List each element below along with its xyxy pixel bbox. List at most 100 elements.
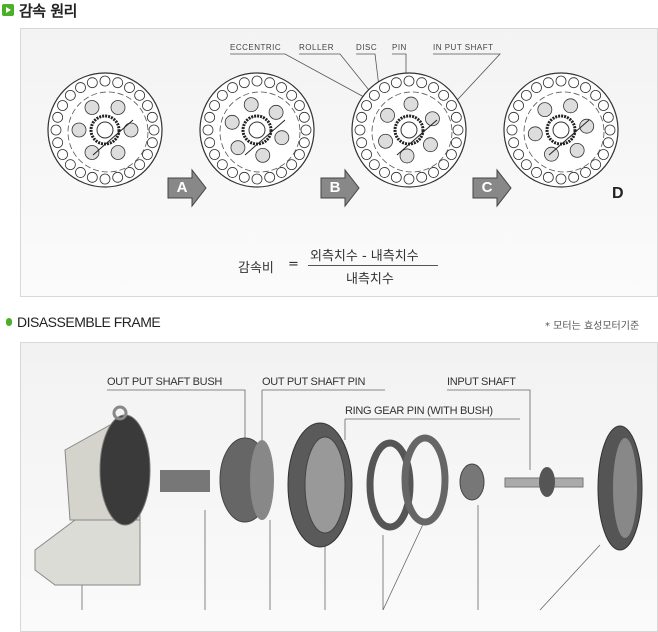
disc-outline xyxy=(67,91,149,173)
pin-hole xyxy=(380,107,395,123)
roller xyxy=(508,111,520,123)
roller xyxy=(590,159,602,171)
roller xyxy=(602,137,614,149)
pin-hole xyxy=(71,122,87,138)
roller xyxy=(428,167,439,178)
roller xyxy=(531,82,542,93)
roller xyxy=(379,167,390,178)
pin-hole xyxy=(403,96,419,112)
formula-denominator: 내측치수 xyxy=(346,272,394,287)
roller xyxy=(416,171,428,183)
pin-hole xyxy=(230,140,246,156)
green-play-square-icon xyxy=(2,4,14,16)
roller xyxy=(356,111,368,123)
roller xyxy=(264,77,276,89)
rotation-arrow xyxy=(92,119,134,156)
roller xyxy=(142,100,153,111)
roller xyxy=(75,167,86,178)
roller xyxy=(568,77,580,89)
roller xyxy=(86,77,98,89)
ring-gear-part xyxy=(287,422,353,548)
roller xyxy=(146,111,158,123)
roller xyxy=(438,159,450,171)
input-shaft-hub xyxy=(248,121,266,139)
cycloid-discs-part xyxy=(366,434,449,531)
roller xyxy=(294,100,305,111)
roller xyxy=(390,171,402,183)
roller xyxy=(602,111,614,123)
roller xyxy=(52,111,64,123)
reduction-discs-diagram xyxy=(47,53,619,208)
roller xyxy=(520,159,532,171)
roller xyxy=(438,89,450,101)
roller xyxy=(368,159,380,171)
rotation-arrow xyxy=(396,119,438,156)
input-shaft-part xyxy=(504,467,584,497)
roller xyxy=(124,82,135,93)
label-output-shaft-bush: OUT PUT SHAFT BUSH xyxy=(107,376,223,388)
label-pin: PIN xyxy=(392,43,407,52)
cover-part xyxy=(597,425,643,551)
roller xyxy=(300,124,312,136)
roller xyxy=(99,75,111,87)
step-arrow-icon xyxy=(167,168,207,208)
roller xyxy=(134,89,146,101)
roller xyxy=(64,159,76,171)
roller xyxy=(416,77,428,89)
roller xyxy=(598,149,609,160)
roller xyxy=(204,137,216,149)
step-b-label: B xyxy=(329,179,341,196)
roller xyxy=(604,124,616,136)
roller xyxy=(428,82,439,93)
rotation-arrow xyxy=(244,119,286,156)
disc-outline xyxy=(523,91,605,173)
roller xyxy=(354,124,366,136)
roller xyxy=(216,89,228,101)
roller xyxy=(202,124,214,136)
roller xyxy=(356,137,368,149)
roller xyxy=(446,149,457,160)
roller xyxy=(542,77,554,89)
roller xyxy=(264,171,276,183)
roller xyxy=(452,124,464,136)
roller xyxy=(580,167,591,178)
pin-hole xyxy=(537,102,553,118)
roller xyxy=(390,77,402,89)
formula-lhs: 감속비 xyxy=(238,261,274,276)
roller xyxy=(580,82,591,93)
roller xyxy=(86,171,98,183)
roller xyxy=(450,111,462,123)
step-arrow-icon xyxy=(472,168,512,208)
pin-hole xyxy=(527,126,543,142)
pin-hole xyxy=(274,130,290,146)
pin-hole xyxy=(579,118,595,134)
roller xyxy=(209,100,220,111)
roller xyxy=(450,137,462,149)
label-eccentric: ECCENTRIC xyxy=(230,43,282,52)
roller xyxy=(361,100,372,111)
roller xyxy=(204,111,216,123)
roller xyxy=(57,149,68,160)
roller xyxy=(134,159,146,171)
roller xyxy=(555,75,567,87)
roller xyxy=(513,149,524,160)
pin-hole xyxy=(378,133,393,149)
roller xyxy=(112,171,124,183)
pin-hole xyxy=(255,147,271,163)
input-shaft-hub xyxy=(552,121,570,139)
pin-hole xyxy=(110,100,126,115)
pin-hole xyxy=(110,145,126,160)
roller xyxy=(555,173,567,185)
roller xyxy=(52,137,64,149)
roller xyxy=(513,100,524,111)
pin-hole xyxy=(423,137,438,153)
roller xyxy=(598,100,609,111)
roller xyxy=(238,77,250,89)
disc-outline xyxy=(371,91,453,173)
eccentric-bearing-part xyxy=(459,463,485,501)
roller xyxy=(64,89,76,101)
roller xyxy=(50,124,62,136)
roller xyxy=(216,159,228,171)
roller xyxy=(286,89,298,101)
